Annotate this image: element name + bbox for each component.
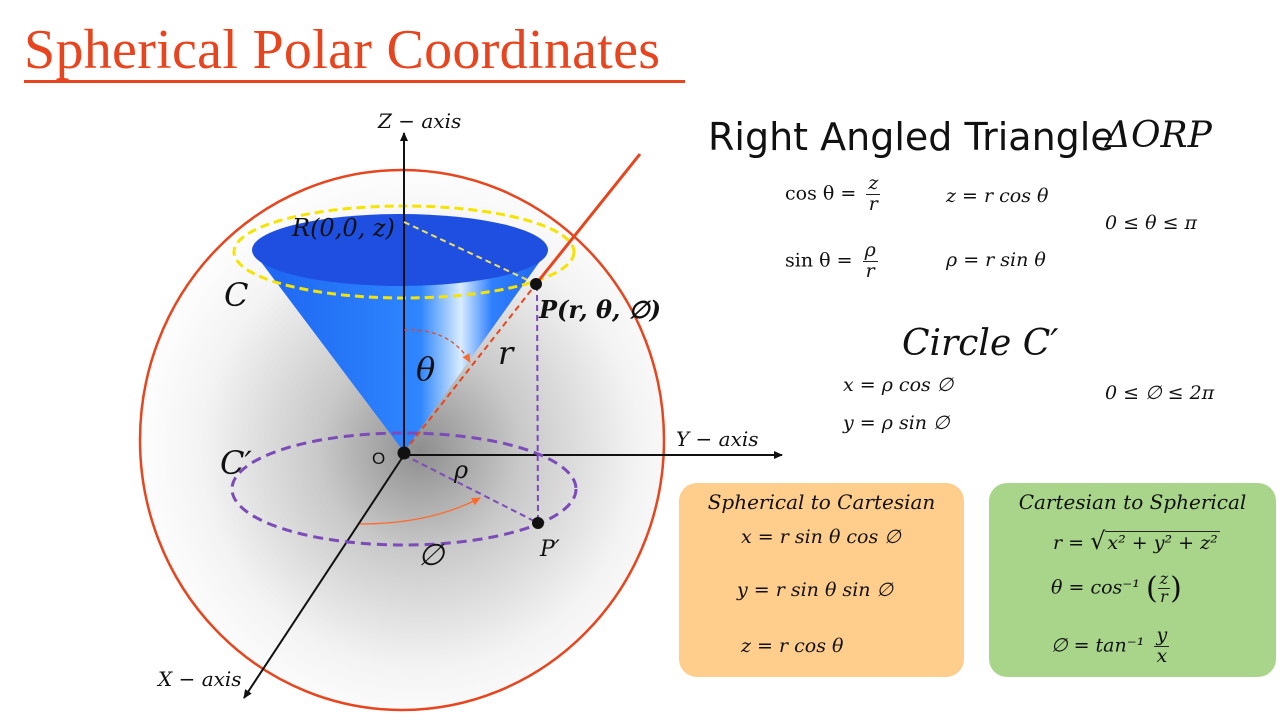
cos-theta-fraction: z r (866, 172, 881, 215)
point-p (530, 278, 542, 290)
cos-theta-den: r (868, 192, 878, 215)
x-rho-equation: x = ρ cos ∅ (843, 374, 954, 396)
c2s-theta-equation: θ = cos⁻¹ ( z r ) (1051, 569, 1182, 606)
radius-line (403, 283, 537, 453)
c2s-phi-den: x (1156, 644, 1168, 667)
theta-arc (403, 329, 471, 363)
origin-label: O (372, 449, 385, 468)
y-axis-label: Y − axis (676, 427, 759, 451)
c2s-phi-num: y (1154, 624, 1170, 647)
theta-range: 0 ≤ θ ≤ π (1105, 212, 1198, 234)
theta-label: θ (416, 350, 435, 388)
radius-extension (534, 153, 642, 285)
c2s-phi-fraction: y x (1154, 624, 1170, 667)
x-axis (243, 454, 405, 699)
sqrt-icon: √ (1090, 527, 1106, 555)
x-axis-label: X − axis (156, 667, 242, 691)
y-rho-equation: y = ρ sin ∅ (843, 412, 950, 434)
c2s-phi-equation: ∅ = tan⁻¹ y x (1051, 624, 1170, 667)
cone-body (252, 250, 548, 452)
c2s-r-equation: r = √x² + y² + z² (1053, 527, 1220, 555)
rho-dashed-line (403, 454, 539, 524)
circle-c-prime-label: C′ (220, 444, 252, 482)
c2s-phi-lhs: ∅ = tan⁻¹ (1051, 634, 1145, 657)
circle-c-prime-heading: Circle C′ (902, 323, 1059, 364)
sin-theta-den: r (865, 259, 875, 282)
c2s-theta-num: z (1157, 569, 1171, 589)
c2s-theta-fraction: z r (1157, 569, 1171, 606)
cartesian-to-spherical-box: Cartesian to Spherical r = √x² + y² + z²… (989, 483, 1276, 677)
s2c-z-equation: z = r cos θ (741, 635, 844, 657)
point-r-label: R(0,0, z) (291, 214, 395, 242)
r-label: r (498, 334, 515, 372)
phi-arc (359, 497, 481, 525)
right-paren-icon: ) (1170, 571, 1182, 606)
left-paren-icon: ( (1145, 571, 1158, 606)
cartesian-to-spherical-title: Cartesian to Spherical (1018, 490, 1247, 514)
phi-range: 0 ≤ ∅ ≤ 2π (1105, 382, 1215, 404)
triangle-symbol: ΔORP (1105, 115, 1212, 156)
cos-theta-lhs: cos θ = (785, 182, 857, 205)
phi-label: ∅ (418, 538, 446, 573)
circle-c-prime (230, 431, 578, 547)
rho-label: ρ (453, 456, 468, 484)
sin-theta-num: ρ (862, 239, 878, 262)
spherical-to-cartesian-title: Spherical to Cartesian (707, 490, 936, 514)
rho-equation: ρ = r sin θ (946, 249, 1046, 271)
circle-c-label: C (224, 276, 248, 314)
sin-theta-eq: sin θ = ρ r (785, 239, 878, 282)
s2c-x-equation: x = r sin θ cos ∅ (741, 526, 901, 548)
cos-theta-num: z (866, 172, 881, 195)
z-equation: z = r cos θ (946, 185, 1049, 207)
spherical-to-cartesian-box: Spherical to Cartesian x = r sin θ cos ∅… (679, 483, 964, 677)
z-axis-label: Z − axis (377, 109, 461, 133)
cos-theta-eq: cos θ = z r (785, 172, 881, 215)
sin-theta-fraction: ρ r (862, 239, 878, 282)
page-title: Spherical Polar Coordinates (24, 19, 661, 81)
point-p-label: P(r, θ, ∅) (538, 295, 661, 324)
c2s-r-radicand: x² + y² + z² (1105, 531, 1220, 554)
origin-point (397, 446, 411, 460)
c2s-theta-den: r (1160, 587, 1168, 606)
point-p-prime (532, 517, 544, 529)
c2s-r-lhs: r = (1053, 532, 1085, 554)
c2s-theta-lhs: θ = cos⁻¹ (1051, 576, 1140, 599)
sin-theta-lhs: sin θ = (785, 249, 853, 272)
cone-top (252, 214, 548, 286)
point-p-prime-label: P′ (539, 537, 560, 562)
s2c-y-equation: y = r sin θ sin ∅ (737, 579, 894, 601)
rp-dashed-line (403, 221, 537, 285)
title-underline (24, 80, 685, 83)
right-triangle-heading: Right Angled Triangle (708, 115, 1114, 159)
